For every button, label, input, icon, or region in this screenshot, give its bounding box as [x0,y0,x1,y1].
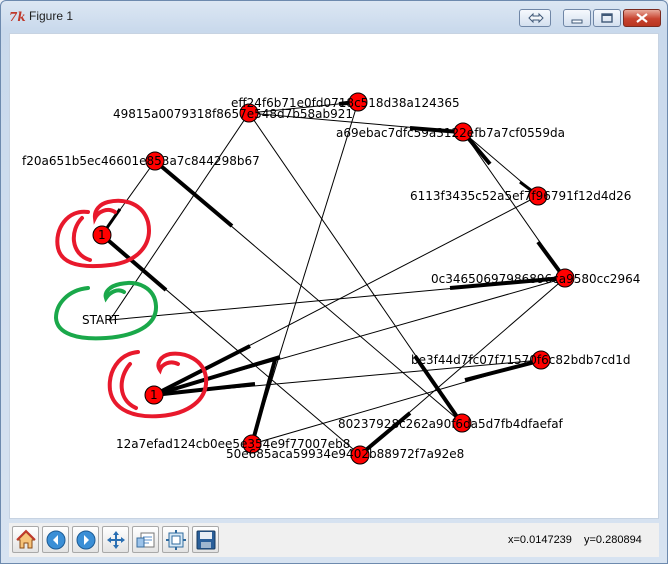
graph-nodes [92,92,575,465]
node-label: 1 [150,388,158,402]
graph-node[interactable] [145,151,165,171]
forward-icon [76,530,96,550]
node-label: 1 [98,228,106,242]
title-bar[interactable]: 7k Figure 1 [1,1,667,31]
network-graph: 49815a0079318f8657e548d7b58ab921 eff24f6… [22,92,640,465]
graph-node[interactable] [453,122,473,142]
pan-icon [107,531,125,549]
subplots-icon [166,530,186,550]
node-label: START [82,313,120,327]
node-label: 49815a0079318f8657e548d7b58ab921 [113,107,353,121]
graph-node[interactable] [555,268,575,288]
home-icon [16,529,36,549]
window-title: Figure 1 [29,9,74,23]
graph-node[interactable] [144,385,164,405]
graph-node[interactable] [242,434,262,454]
subplots-button[interactable] [162,526,189,553]
back-button[interactable] [42,526,69,553]
green-annotation-circle [53,281,159,341]
red-annotation-circle-bottom [107,350,209,419]
graph-node[interactable] [239,103,259,123]
graph-node[interactable] [452,413,472,433]
node-label: f20a651b5ec46601e853a7c844298b67 [22,154,260,168]
graph-node[interactable] [528,186,548,206]
zoom-button[interactable] [132,526,159,553]
node-label: be3f44d7fc07f71570f6c82bdb7cd1d [411,353,631,367]
graph-node[interactable] [531,350,551,370]
tk-feather-icon: 7k [9,10,26,24]
node-label: a69ebac7dfc59a3122efb7a7cf0559da [336,126,565,140]
node-label: 12a7efad124cb0ee5e354e9f77007eb8 [116,437,350,451]
save-icon [196,530,216,550]
switch-window-button[interactable] [519,9,551,27]
maximize-icon [601,13,613,23]
switch-arrows-icon [528,12,544,24]
graph-node[interactable] [348,92,368,112]
navigation-toolbar: x=0.0147239 y=0.280894 [9,523,659,557]
minimize-icon [571,19,583,24]
red-annotation-circle-top [55,198,151,269]
node-labels: 49815a0079318f8657e548d7b58ab921 eff24f6… [22,96,640,461]
close-button[interactable] [623,9,661,27]
graph-node[interactable] [350,445,370,465]
minimize-button[interactable] [563,9,591,27]
cursor-y-readout: y=0.280894 [584,534,642,546]
plot-canvas[interactable]: 49815a0079318f8657e548d7b58ab921 eff24f6… [9,33,659,519]
node-label: 6113f3435c52a5ef7f96791f12d4d26 [410,189,631,203]
node-label: 0c34650697986896ca9580cc2964 [431,272,640,286]
graph-node[interactable] [92,225,112,245]
forward-button[interactable] [72,526,99,553]
back-icon [46,530,66,550]
maximize-button[interactable] [593,9,621,27]
pan-button[interactable] [102,526,129,553]
node-label: 80237928c262a90f6da5d7fb4dfaefaf [338,417,564,431]
close-icon [636,13,648,23]
zoom-icon [136,532,155,548]
home-button[interactable] [12,526,39,553]
cursor-x-readout: x=0.0147239 [508,534,572,546]
node-label: 50e685aca59934e9402b88972f7a92e8 [226,447,464,461]
node-label: eff24f6b71e0fd0718c518d38a124365 [231,96,460,110]
save-button[interactable] [192,526,219,553]
